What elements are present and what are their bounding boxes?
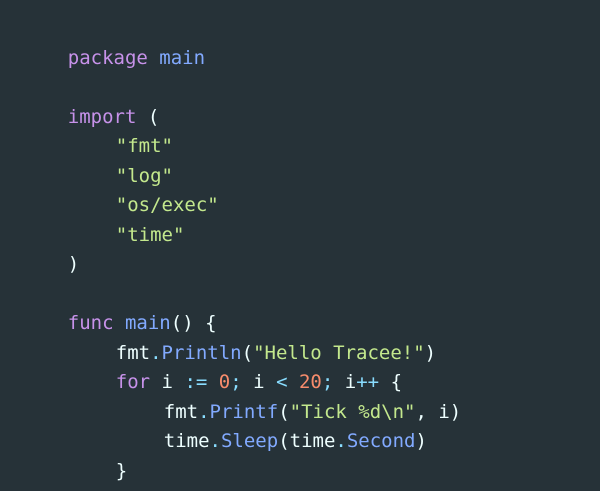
var-i: i — [161, 371, 173, 393]
code-line-7: "time" — [22, 191, 600, 246]
pkg-fmt: fmt — [163, 400, 199, 423]
op-assign: := — [184, 371, 208, 393]
keyword-func: func — [67, 312, 114, 334]
call-sleep: Sleep — [220, 430, 279, 452]
func-signature-rest: () { — [170, 312, 217, 334]
code-line-4: "fmt" — [22, 103, 600, 157]
call-println: Println — [161, 341, 242, 364]
import-fmt: "fmt" — [115, 135, 173, 157]
code-line-12: for i := 0; i < 20; i++ { — [22, 339, 600, 393]
close-paren: ) — [424, 341, 437, 364]
close-paren: ) — [415, 430, 427, 452]
semicolon: ; — [321, 371, 334, 393]
keyword-import: import — [67, 105, 137, 128]
const-second: Second — [346, 430, 416, 452]
dot: . — [198, 400, 210, 423]
dot: . — [150, 341, 162, 364]
call-printf: Printf — [209, 400, 279, 423]
number-0: 0 — [218, 371, 231, 393]
open-paren: ( — [278, 430, 290, 452]
pkg-time: time — [163, 430, 210, 452]
close-brace-for: } — [115, 459, 128, 482]
open-paren: ( — [278, 400, 290, 423]
keyword-package: package — [67, 46, 148, 69]
pkg-fmt: fmt — [115, 341, 151, 364]
dot: . — [335, 430, 347, 452]
op-increment: ++ — [356, 371, 380, 393]
string-tick: "Tick %d\n" — [289, 400, 416, 423]
number-20: 20 — [298, 371, 322, 393]
import-open-paren: ( — [147, 105, 160, 128]
op-lt: < — [276, 371, 288, 393]
code-line-15: } — [22, 427, 600, 482]
open-paren: ( — [241, 341, 254, 364]
package-name: main — [159, 46, 206, 69]
code-line-13: fmt.Printf("Tick %d\n", i) — [22, 368, 600, 423]
code-line-3: import ( — [22, 73, 600, 128]
dot: . — [209, 430, 221, 452]
code-line-5: "log" — [22, 132, 600, 187]
code-line-9 — [22, 250, 600, 280]
printf-args-rest: , i) — [415, 400, 462, 423]
semicolon: ; — [230, 371, 242, 393]
close-brace-func: } — [68, 489, 79, 491]
code-line-14: time.Sleep(time.Second) — [22, 398, 600, 452]
code-line-10: func main() { — [22, 280, 600, 334]
keyword-for: for — [115, 371, 151, 393]
code-line-8: ) — [22, 221, 600, 275]
function-name-main: main — [124, 312, 171, 334]
import-log: "log" — [115, 164, 173, 187]
import-close-paren: ) — [67, 253, 80, 275]
code-line-16: } — [22, 457, 600, 491]
import-os-exec: "os/exec" — [115, 194, 219, 216]
var-i: i — [344, 371, 357, 393]
pkg-time-arg: time — [289, 430, 336, 452]
import-time: "time" — [115, 223, 185, 246]
string-hello: "Hello Tracee!" — [253, 341, 425, 364]
open-brace: { — [390, 371, 403, 393]
var-i: i — [253, 371, 265, 393]
code-line-11: fmt.Println("Hello Tracee!") — [22, 309, 600, 364]
code-line-1: package main — [22, 14, 600, 69]
code-line-6: "os/exec" — [22, 162, 600, 216]
